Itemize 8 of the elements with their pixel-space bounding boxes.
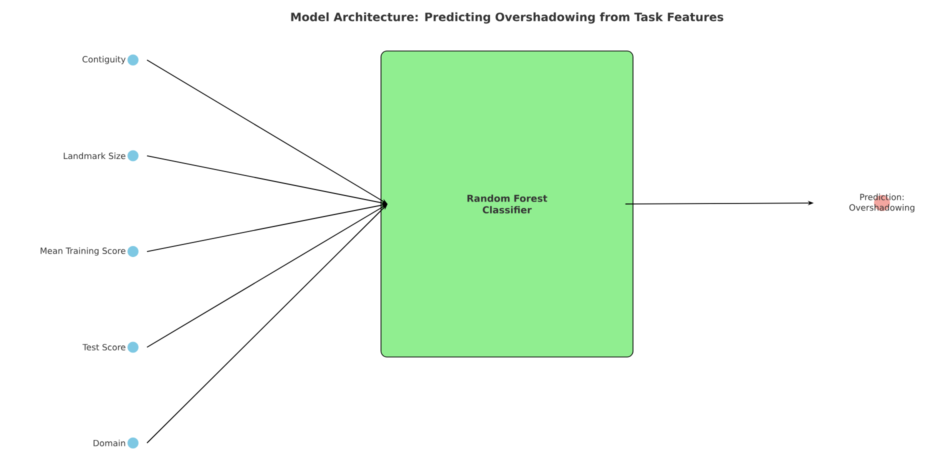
input-label: Domain (94, 438, 138, 448)
prediction-label: Prediction: Overshadowing (849, 194, 914, 212)
input-label: Test Score (82, 342, 138, 353)
title: Model Architecture: Predicting Overshadowing from Task Features (291, 12, 724, 24)
classifier-box: Random Forest Classifier (380, 50, 634, 358)
input-label: Mean Training Score (40, 246, 138, 257)
input-label: Contiguity (82, 54, 138, 66)
input-label: Landmark Size (64, 150, 138, 162)
